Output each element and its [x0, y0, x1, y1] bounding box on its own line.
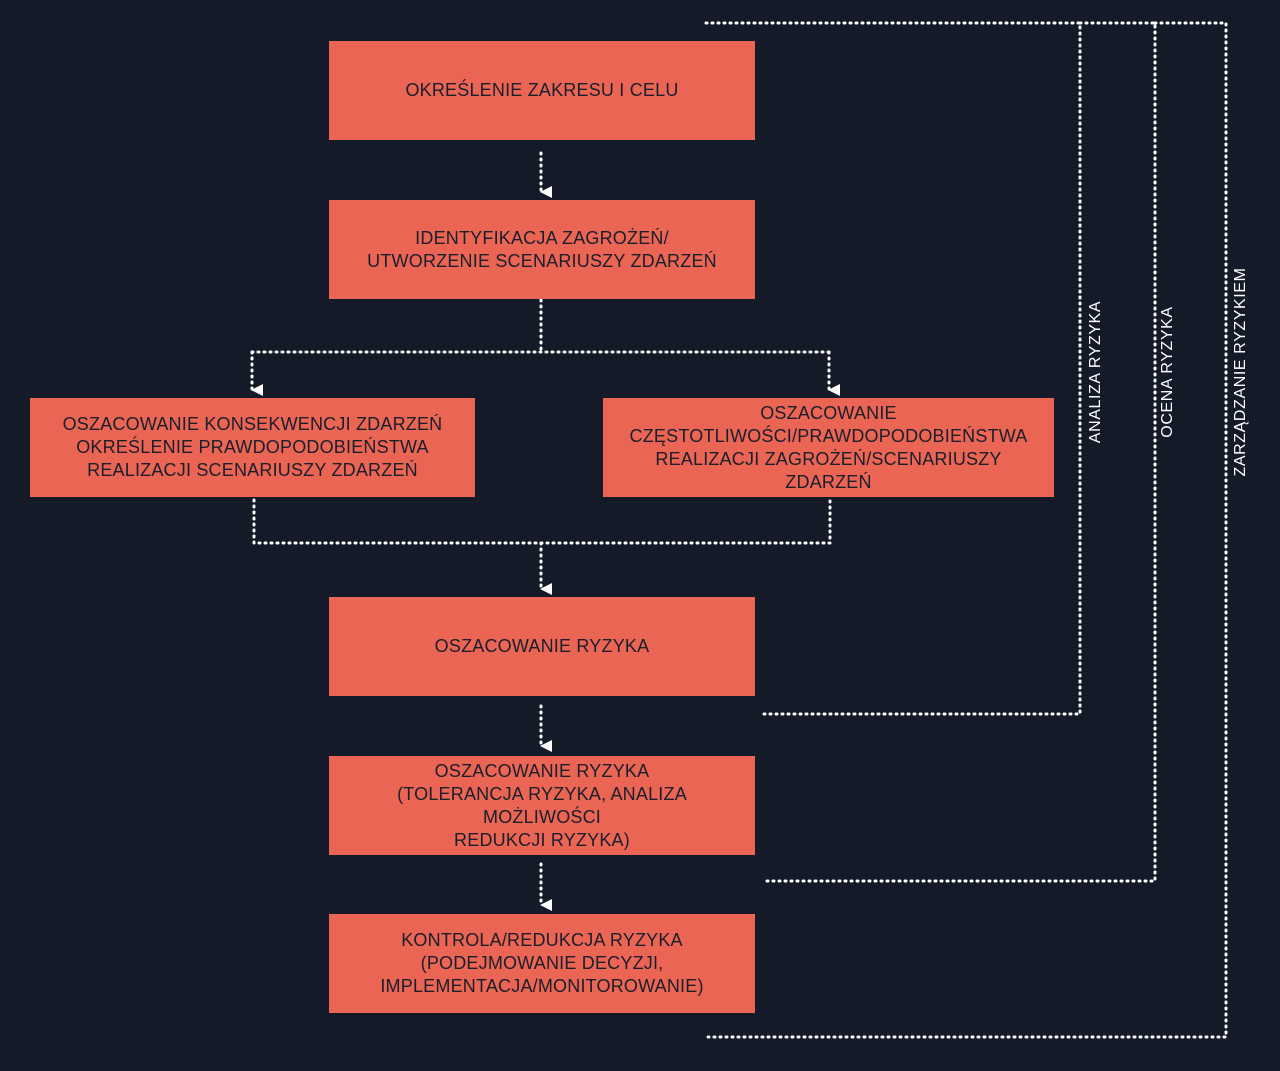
label-risk-management: ZARZĄDZANIE RYZYKIEM — [1232, 267, 1249, 477]
bracket-risk-assessment — [760, 21, 1157, 883]
box-frequency-estimation: OSZACOWANIE CZĘSTOTLIWOŚCI/PRAWDOPODOBIE… — [603, 398, 1054, 497]
box-scope-definition: OKREŚLENIE ZAKRESU I CELU — [329, 41, 755, 140]
label-risk-assessment: OCENA RYZYKA — [1159, 306, 1176, 438]
label-risk-analysis: ANALIZA RYZYKA — [1087, 300, 1104, 444]
bracket-risk-management — [704, 21, 1228, 1039]
box-hazard-identification: IDENTYFIKACJA ZAGROŻEŃ/ UTWORZENIE SCENA… — [329, 200, 755, 299]
bracket-risk-analysis — [704, 21, 1082, 716]
connector-merge — [252, 498, 832, 545]
box-consequence-estimation: OSZACOWANIE KONSEKWENCJI ZDARZEŃ OKREŚLE… — [30, 398, 475, 497]
box-risk-evaluation: OSZACOWANIE RYZYKA (TOLERANCJA RYZYKA, A… — [329, 756, 755, 855]
box-risk-control: KONTROLA/REDUKCJA RYZYKA (PODEJMOWANIE D… — [329, 914, 755, 1013]
box-risk-estimation: OSZACOWANIE RYZYKA — [329, 597, 755, 696]
